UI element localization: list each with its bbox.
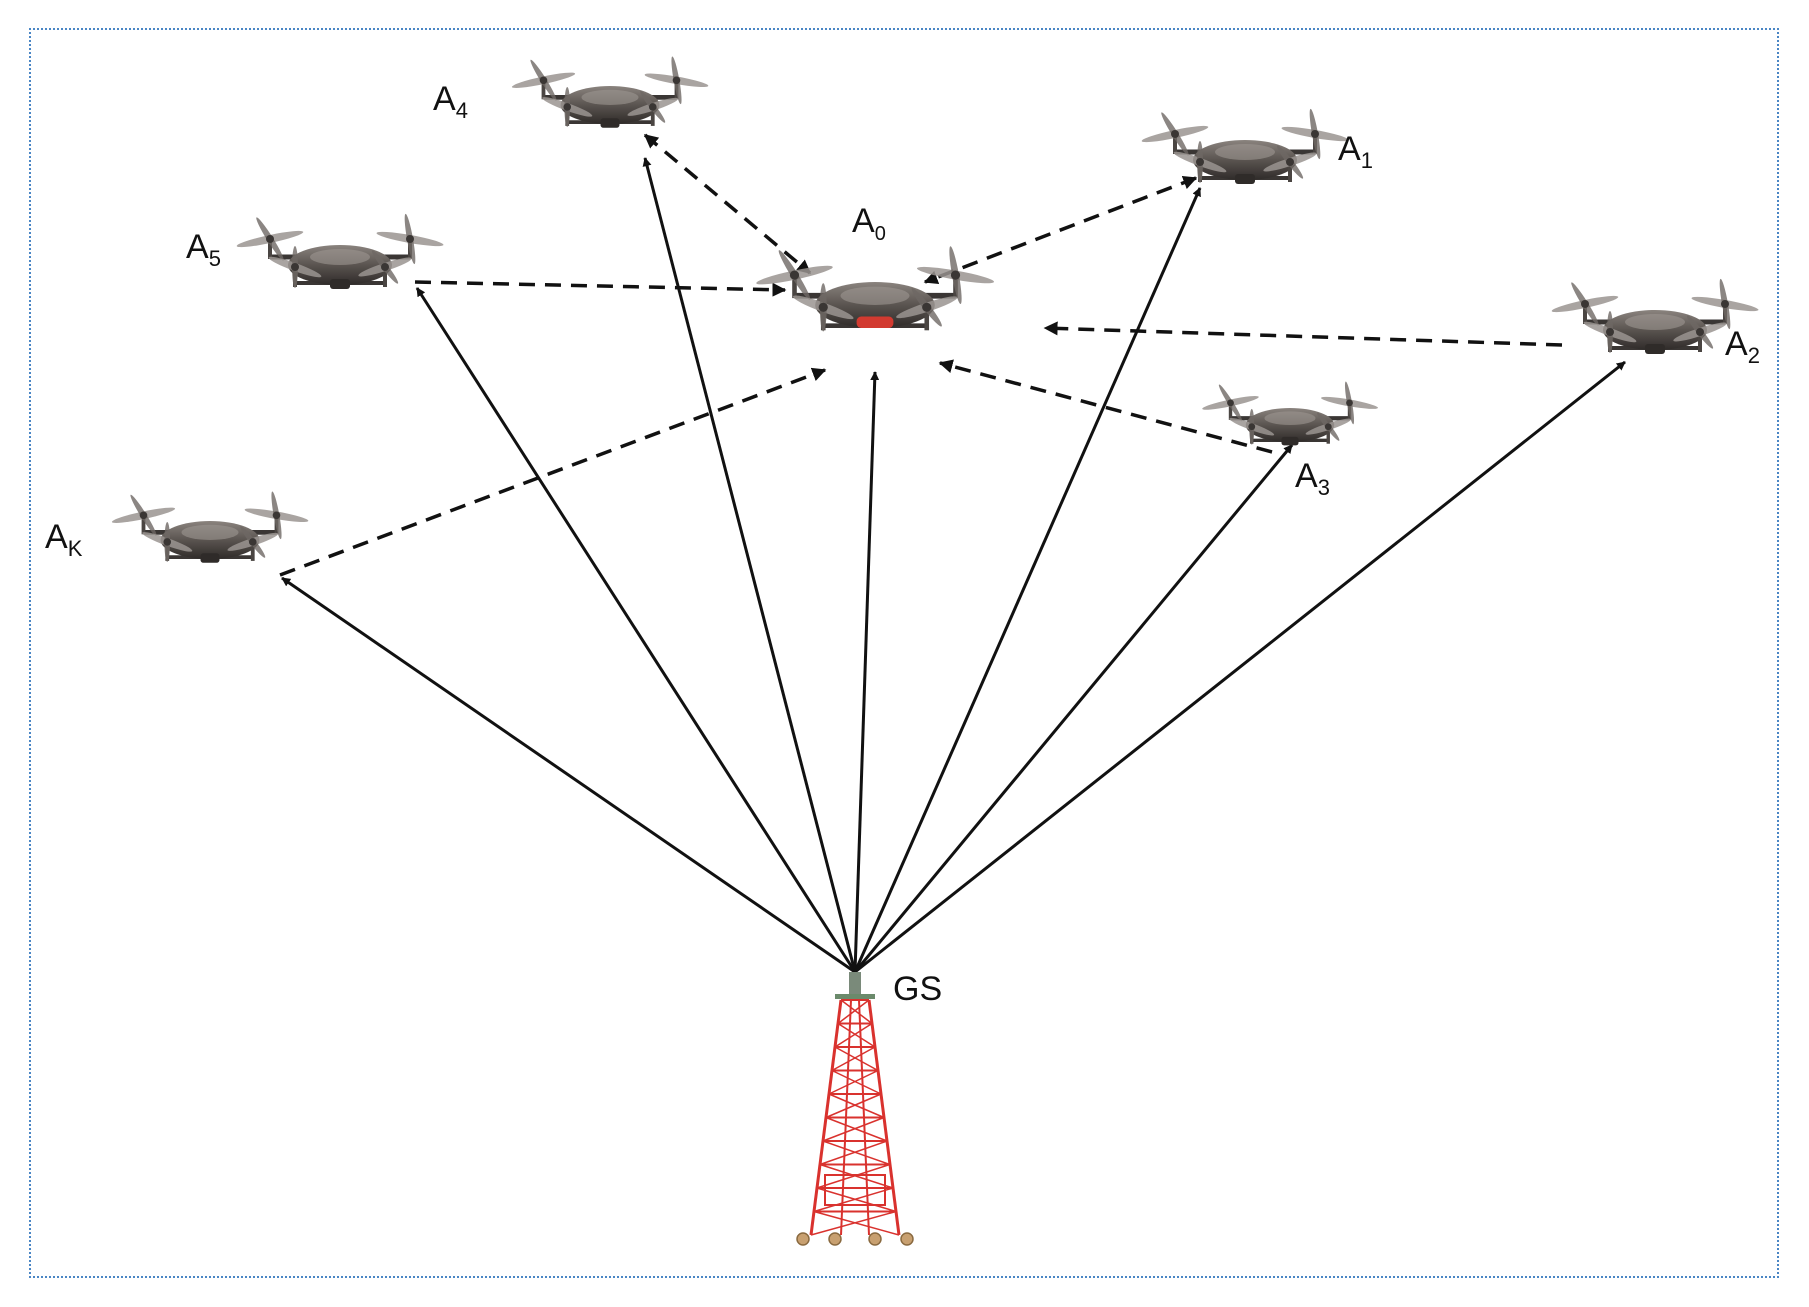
dashed-link-a1-a0: [923, 175, 1198, 285]
node-label-a2: A2: [1725, 325, 1760, 368]
links-layer: [279, 133, 1626, 974]
drone-icon: [1202, 381, 1378, 446]
drone-icon: [111, 491, 309, 563]
node-label-subscript: 5: [209, 246, 221, 271]
dashed-link-a5-a0: [414, 280, 787, 297]
node-label-base: A: [1295, 457, 1318, 495]
dashed-link-a3-a0: [938, 359, 1273, 454]
solid-link-gs-ak: [281, 576, 856, 974]
leader-drone-icon: [756, 246, 995, 332]
node-label-base: A: [1338, 130, 1361, 168]
node-label-gs: GS: [893, 970, 942, 1008]
solid-link-gs-a1: [853, 187, 1202, 973]
node-label-a1: A1: [1338, 130, 1373, 173]
dashed-link-ak-a0: [279, 367, 827, 577]
solid-link-gs-a3: [853, 444, 1294, 973]
node-label-base: GS: [893, 970, 942, 1008]
dashed-link-a2-a0: [1043, 321, 1563, 347]
node-label-a5: A5: [186, 228, 221, 271]
node-label-subscript: K: [68, 536, 83, 561]
node-label-a0: A0: [852, 202, 886, 245]
node-label-subscript: 4: [456, 98, 468, 123]
node-label-a4: A4: [433, 80, 468, 123]
node-label-base: A: [186, 228, 209, 266]
node-label-base: A: [433, 80, 456, 118]
solid-link-gs-a4: [642, 157, 857, 973]
node-label-subscript: 3: [1318, 475, 1330, 500]
drone-icon: [511, 56, 709, 128]
node-label-base: A: [1725, 325, 1748, 363]
drone-icon: [236, 213, 444, 289]
solid-link-gs-a0: [853, 371, 880, 973]
node-label-base: A: [45, 518, 68, 556]
diagram-frame: [29, 28, 1779, 1278]
node-label-a3: A3: [1295, 457, 1330, 500]
nodes-layer: [111, 56, 1759, 1246]
drone-icon: [1141, 108, 1349, 184]
node-label-subscript: 0: [875, 223, 886, 245]
drone-icon: [1551, 278, 1759, 354]
node-label-subscript: 1: [1361, 148, 1373, 173]
node-label-ak: AK: [45, 518, 83, 561]
ground-station-tower-icon: [796, 972, 914, 1246]
node-label-base: A: [852, 202, 875, 240]
solid-link-gs-a5: [415, 287, 857, 973]
node-label-subscript: 2: [1748, 343, 1760, 368]
solid-link-gs-a2: [854, 360, 1626, 974]
dashed-link-a4-a0: [643, 133, 812, 275]
